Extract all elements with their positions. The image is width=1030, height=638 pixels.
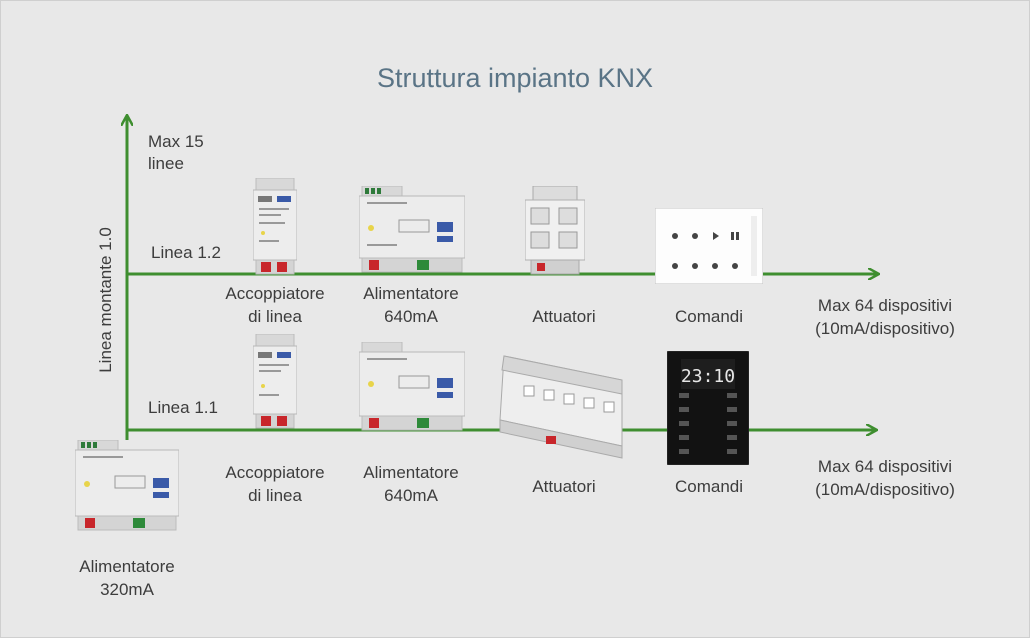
actuator-device — [499, 355, 623, 459]
power-supply-device — [359, 186, 465, 273]
actuators-label-lower: Attuatori — [532, 477, 596, 496]
max-devices-upper-2: (10mA/dispositivo) — [815, 319, 955, 338]
coupler-label-lower-1: Accoppiatore — [225, 463, 325, 482]
main-psu-label-1: Alimentatore — [79, 557, 175, 576]
control-panel-device — [655, 208, 763, 284]
line-coupler-device — [253, 178, 297, 275]
max-devices-lower-2: (10mA/dispositivo) — [815, 480, 955, 499]
control-panel-device: 23:10 — [667, 351, 749, 465]
max-devices-upper-1: Max 64 dispositivi — [817, 296, 953, 315]
psu-label-upper-2: 640mA — [384, 307, 438, 326]
controls-label-upper: Comandi — [674, 307, 744, 326]
power-supply-device — [359, 342, 465, 431]
line-1-2-label: Linea 1.2 — [151, 243, 221, 262]
coupler-label-upper-2: di linea — [248, 307, 302, 326]
line-coupler-device — [253, 334, 297, 429]
main-psu-label-2: 320mA — [100, 580, 154, 599]
controls-label-lower: Comandi — [674, 477, 744, 496]
coupler-label-upper-1: Accoppiatore — [225, 284, 325, 303]
max-lines-label-1: Max 15 — [148, 132, 204, 151]
max-lines-label-2: linee — [148, 154, 184, 173]
psu-label-upper-1: Alimentatore — [363, 284, 459, 303]
psu-label-lower-2: 640mA — [384, 486, 438, 505]
actuators-label-upper: Attuatori — [532, 307, 596, 326]
main-power-supply-device — [75, 440, 179, 531]
coupler-label-lower-2: di linea — [248, 486, 302, 505]
max-devices-lower-1: Max 64 dispositivi — [817, 457, 953, 476]
diagram-title: Struttura impianto KNX — [376, 63, 654, 93]
clock-display: 23:10 — [681, 366, 735, 387]
backbone-label: Linea montante 1.0 — [96, 227, 115, 373]
actuator-device — [525, 186, 585, 275]
psu-label-lower-1: Alimentatore — [363, 463, 459, 482]
line-1-1-label: Linea 1.1 — [148, 398, 218, 417]
